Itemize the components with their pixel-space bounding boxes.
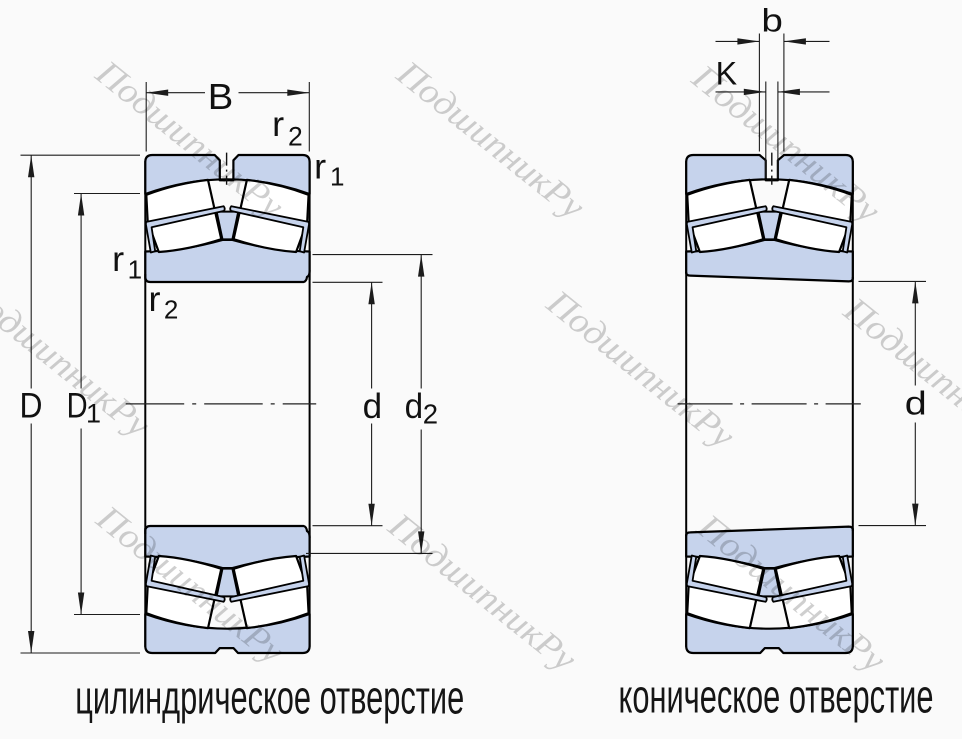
svg-text:1: 1 <box>330 162 344 192</box>
svg-text:r: r <box>112 240 124 279</box>
svg-text:коническое отверстие: коническое отверстие <box>619 670 934 723</box>
svg-text:цилиндрическое отверстие: цилиндрическое отверстие <box>75 671 464 724</box>
svg-text:2: 2 <box>423 399 438 430</box>
svg-text:B: B <box>208 76 234 117</box>
svg-text:d: d <box>905 385 927 422</box>
svg-text:D: D <box>67 387 88 426</box>
svg-text:d: d <box>405 387 424 426</box>
svg-text:r: r <box>272 105 284 144</box>
svg-text:2: 2 <box>164 294 178 324</box>
svg-text:1: 1 <box>86 399 101 429</box>
svg-text:1: 1 <box>128 254 142 284</box>
svg-text:r: r <box>314 148 326 187</box>
svg-text:D: D <box>20 387 43 426</box>
svg-text:d: d <box>363 387 383 426</box>
svg-text:2: 2 <box>288 122 303 152</box>
svg-text:r: r <box>149 280 161 319</box>
svg-text:b: b <box>761 2 783 38</box>
svg-text:K: K <box>716 56 738 92</box>
